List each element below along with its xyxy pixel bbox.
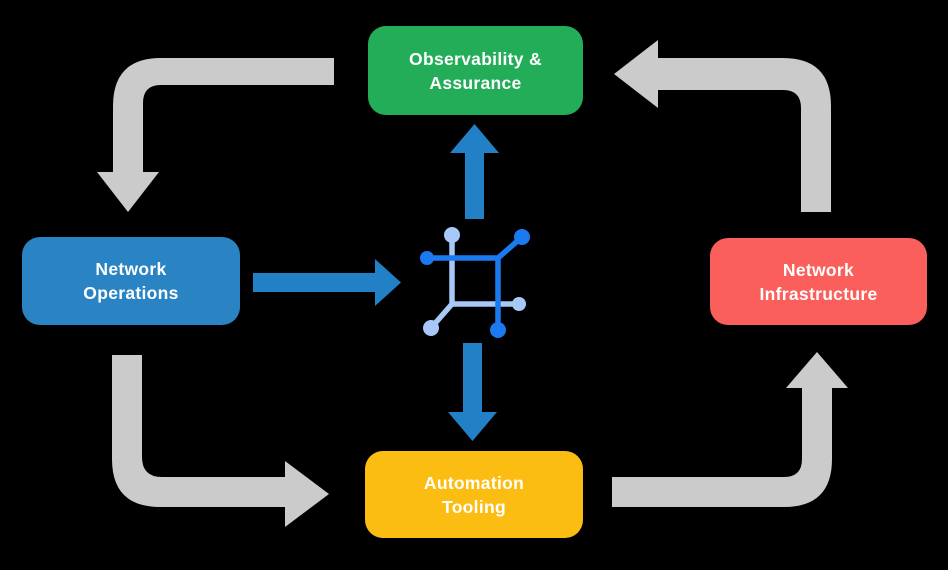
cycle-arrow-observability-to-operations [97, 58, 334, 212]
node-label-line: Observability & [409, 48, 542, 69]
cycle-arrow-infrastructure-to-observability [614, 40, 831, 212]
icon-dark-lines [420, 229, 530, 338]
node-network-infrastructure: Network Infrastructure [710, 238, 927, 325]
node-label-line: Assurance [429, 72, 522, 93]
icon-light-lines [423, 227, 526, 336]
node-label-line: Network [95, 259, 167, 279]
node-label-line: Automation [423, 472, 525, 493]
node-label-line: Operations [83, 283, 179, 303]
node-automation-tooling: Automation Tooling [365, 451, 583, 538]
network-automation-icon [420, 227, 530, 338]
cycle-arrow-automation-to-infrastructure [612, 352, 848, 507]
node-label-line: Tooling [442, 496, 506, 517]
node-label-line: Infrastructure [759, 283, 878, 304]
node-observability-assurance: Observability & Assurance [368, 26, 583, 115]
flow-arrow-operations-to-icon [253, 259, 401, 306]
cycle-arrow-operations-to-automation [112, 355, 329, 527]
flow-arrow-icon-to-observability [450, 124, 499, 219]
node-label-line: Network [782, 259, 855, 280]
flow-arrow-icon-to-automation [448, 343, 497, 441]
node-network-operations: Network Operations [22, 237, 240, 325]
